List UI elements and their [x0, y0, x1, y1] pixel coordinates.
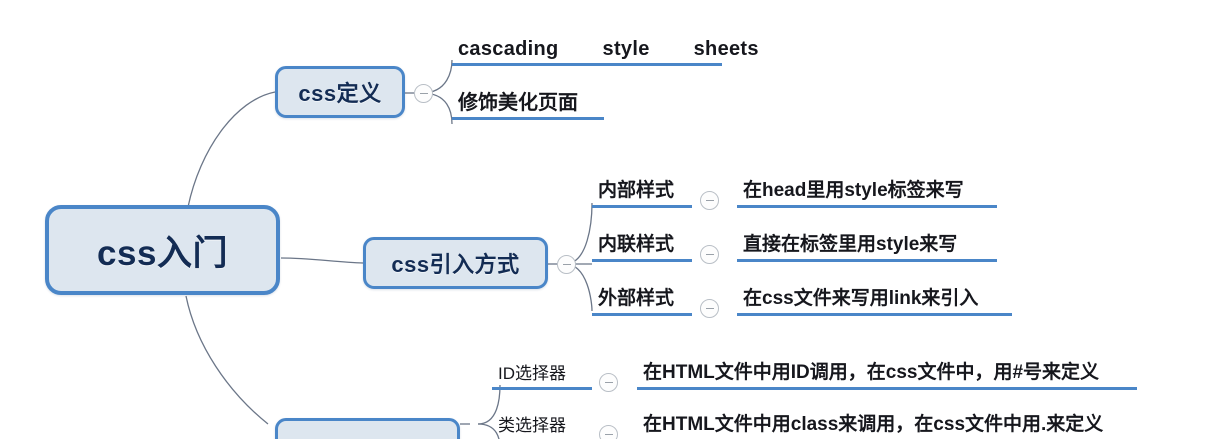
minus-icon: [604, 381, 613, 384]
collapse-toggle-external-style[interactable]: [700, 299, 719, 318]
minus-icon: [562, 263, 571, 266]
leaf-inline-style-detail[interactable]: 直接在标签里用style来写: [737, 232, 997, 262]
word-cascading: cascading: [458, 38, 559, 60]
leaf-internal-style-label[interactable]: 内部样式: [592, 178, 692, 208]
collapse-toggle-internal-style[interactable]: [700, 191, 719, 210]
leaf-internal-style-detail[interactable]: 在head里用style标签来写: [737, 178, 997, 208]
leaf-id-selector-detail[interactable]: 在HTML文件中用ID调用，在css文件中，用#号来定义: [637, 360, 1137, 390]
branch-node-css-import-methods[interactable]: css引入方式: [363, 237, 548, 289]
leaf-label: 内联样式: [598, 234, 675, 256]
collapse-toggle-css-import-methods[interactable]: [557, 255, 576, 274]
leaf-id-selector-label[interactable]: ID选择器: [492, 362, 592, 390]
minus-icon: [419, 92, 428, 95]
leaf-label: 在HTML文件中用class来调用，在css文件中用.来定义: [643, 414, 1104, 436]
leaf-cascading-style-sheets[interactable]: cascading style sheets: [452, 34, 758, 66]
branch-node-css-selectors[interactable]: [275, 418, 460, 439]
leaf-inline-style-label[interactable]: 内联样式: [592, 232, 692, 262]
leaf-external-style-label[interactable]: 外部样式: [592, 286, 692, 316]
leaf-label: 类选择器: [498, 416, 566, 436]
collapse-toggle-inline-style[interactable]: [700, 245, 719, 264]
leaf-label: cascading style sheets: [452, 38, 765, 63]
leaf-label: 外部样式: [598, 288, 675, 310]
minus-icon: [705, 199, 714, 202]
branch-node-css-definition[interactable]: css定义: [275, 66, 405, 118]
leaf-label: 内部样式: [598, 180, 675, 202]
minus-icon: [705, 307, 714, 310]
leaf-label: 在css文件来写用link来引入: [743, 288, 979, 310]
minus-icon: [604, 433, 613, 436]
leaf-class-selector-label[interactable]: 类选择器: [492, 414, 592, 439]
collapse-toggle-id-selector[interactable]: [599, 373, 618, 392]
leaf-label: 在head里用style标签来写: [743, 180, 964, 202]
collapse-toggle-css-definition[interactable]: [414, 84, 433, 103]
root-node[interactable]: css入门: [45, 205, 280, 295]
leaf-label: 在HTML文件中用ID调用，在css文件中，用#号来定义: [643, 362, 1100, 384]
leaf-label: 直接在标签里用style来写: [743, 234, 958, 256]
minus-icon: [705, 253, 714, 256]
word-sheets: sheets: [693, 38, 759, 60]
collapse-toggle-class-selector[interactable]: [599, 425, 618, 439]
leaf-external-style-detail[interactable]: 在css文件来写用link来引入: [737, 286, 1012, 316]
leaf-decorate-page[interactable]: 修饰美化页面: [452, 88, 604, 120]
word-style: style: [602, 38, 650, 60]
leaf-label: ID选择器: [498, 364, 566, 384]
leaf-label: 修饰美化页面: [458, 92, 578, 114]
leaf-class-selector-detail[interactable]: 在HTML文件中用class来调用，在css文件中用.来定义: [637, 412, 1142, 439]
